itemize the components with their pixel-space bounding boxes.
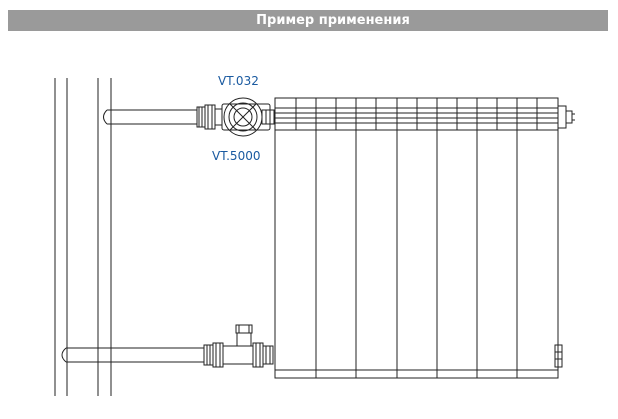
- label-vt5000: VT.5000: [212, 149, 261, 163]
- header-bar: Пример применения: [8, 10, 608, 31]
- right-plug: [554, 105, 575, 368]
- valve-vt032: [221, 97, 275, 137]
- top-supply-pipe: [103, 109, 197, 125]
- bottom-return-pipe: [61, 347, 204, 363]
- radiator: [274, 97, 559, 379]
- top-fittings: [196, 104, 223, 130]
- label-vt032: VT.032: [218, 74, 259, 88]
- header-title: Пример применения: [256, 13, 410, 28]
- vertical-pipes: [54, 78, 112, 396]
- bottom-valve: [203, 324, 274, 368]
